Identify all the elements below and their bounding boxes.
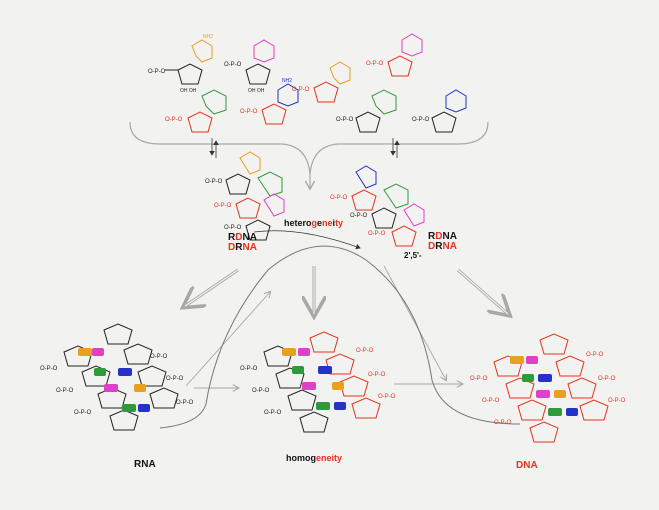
monomer-ribo-guanine: O-P-O [336,89,397,133]
dna-duplex: O-P-O O-P-O O-P-O O-P-O O-P-O O-P-O [470,333,626,443]
svg-text:O-P-O: O-P-O [292,87,310,93]
svg-text:O-P-O: O-P-O [240,366,258,372]
monomer-deoxy-adenine: O-P-O [292,61,351,103]
label-heterogeneity-b: g [311,218,318,228]
svg-text:O-P-O: O-P-O [378,394,396,400]
svg-text:O-P-O: O-P-O [482,398,500,404]
svg-text:O-P-O: O-P-O [264,410,282,416]
label-rdna-left-d: D [235,232,243,243]
monomer-ribo-uracil: O-P-O OH OH [224,39,275,94]
equilibrium-arrows [209,138,400,158]
process-arrows [185,230,508,388]
label-rdna-right-d: D [435,231,443,242]
label-rdna-left-r: R [228,232,236,243]
label-drna-right-na: NA [442,241,457,252]
svg-text:O-P-O: O-P-O [368,372,386,378]
nucleotide-pool: O-P-O NH2 OH OH O-P-O OH OH O-P-O NH2 [148,33,467,133]
svg-text:OH OH: OH OH [248,88,265,94]
label-heterogeneity-d: ne [322,218,333,228]
label-heterogeneity: heterogeneity [284,218,343,228]
svg-text:O-P-O: O-P-O [214,203,232,209]
svg-text:O-P-O: O-P-O [40,366,58,372]
energy-curve [159,245,521,429]
svg-text:O-P-O: O-P-O [165,117,183,123]
svg-text:O-P-O: O-P-O [74,410,92,416]
label-rdna-right-r: R [428,231,436,242]
svg-text:O-P-O: O-P-O [252,388,270,394]
svg-text:O-P-O: O-P-O [368,231,386,237]
label-heterogeneity-c: e [317,218,323,228]
monomer-deoxy-guanine: O-P-O [165,89,227,133]
label-linkage: 2',5'- [404,251,422,260]
svg-text:O-P-O: O-P-O [336,117,354,123]
label-homogeneity: homogeneity [286,453,342,463]
svg-text:O-P-O: O-P-O [56,388,74,394]
svg-text:O-P-O: O-P-O [356,348,374,354]
pool-bracket [129,121,489,188]
label-drna-left-d: D [228,242,236,253]
label-heterogeneity-a: hetero [284,218,312,228]
hetero-dimer-left: O-P-O O-P-O O-P-O [205,151,285,241]
svg-text:O-P-O: O-P-O [366,61,384,67]
label-rdna-right: RDNA [428,231,457,242]
label-drna-right-r: R [435,241,443,252]
monomer-ribo-cytosine: O-P-O [412,89,467,133]
svg-text:O-P-O: O-P-O [412,117,430,123]
monomer-ribo-adenine: O-P-O NH2 OH OH [148,34,213,94]
label-homogeneity-b: eneity [316,453,343,463]
mixed-duplex: O-P-O O-P-O O-P-O O-P-O O-P-O O-P-O [240,331,396,433]
label-rna: RNA [134,459,156,470]
svg-text:O-P-O: O-P-O [598,376,616,382]
svg-text:OH OH: OH OH [180,88,197,94]
label-drna-left: DRNA [228,242,257,253]
label-drna-left-na: NA [242,242,257,253]
svg-text:O-P-O: O-P-O [166,376,184,382]
label-drna-right: DRNA [428,241,457,252]
label-drna-left-r: R [235,242,243,253]
svg-text:O-P-O: O-P-O [205,179,223,185]
svg-text:O-P-O: O-P-O [224,225,242,231]
label-heterogeneity-e: i [332,218,336,228]
label-homogeneity-a: homog [286,453,316,463]
label-rdna-left: RDNA [228,232,257,243]
label-rdna-right-na: NA [442,231,457,242]
svg-text:O-P-O: O-P-O [586,352,604,358]
svg-text:O-P-O: O-P-O [224,62,242,68]
svg-text:O-P-O: O-P-O [176,400,194,406]
svg-text:O-P-O: O-P-O [330,195,348,201]
svg-text:O-P-O: O-P-O [240,109,258,115]
rna-duplex: O-P-O O-P-O O-P-O O-P-O O-P-O O-P-O [40,323,194,431]
svg-text:O-P-O: O-P-O [470,376,488,382]
svg-text:O-P-O: O-P-O [608,398,626,404]
label-drna-right-d: D [428,241,436,252]
svg-text:O-P-O: O-P-O [150,354,168,360]
label-rdna-left-na: NA [242,232,257,243]
label-heterogeneity-f: ty [335,218,344,228]
hetero-dimer-right: O-P-O O-P-O O-P-O [330,165,425,247]
label-dna: DNA [516,460,538,471]
monomer-deoxy-thymine: O-P-O [366,33,423,77]
svg-text:O-P-O: O-P-O [350,213,368,219]
svg-text:O-P-O: O-P-O [494,420,512,426]
svg-text:NH2: NH2 [203,34,213,40]
svg-text:O-P-O: O-P-O [148,69,166,75]
monomer-deoxy-cytosine: O-P-O NH2 [240,78,299,125]
svg-text:NH2: NH2 [282,78,292,84]
